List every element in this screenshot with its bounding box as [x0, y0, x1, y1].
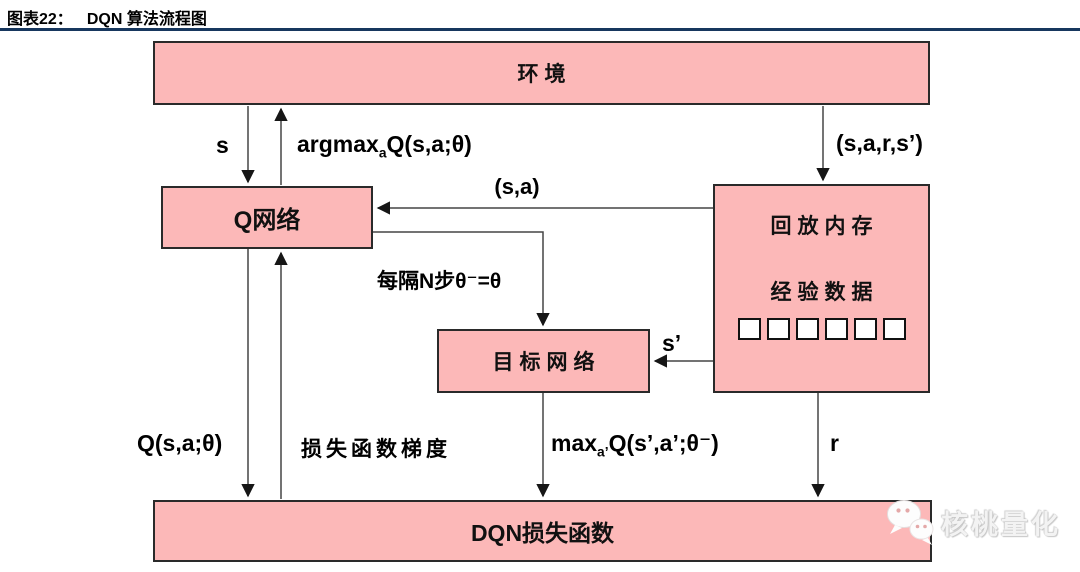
- figure-title: DQN 算法流程图: [86, 11, 207, 28]
- node-target-network: 目标网络: [437, 329, 650, 393]
- experience-slot: [766, 318, 790, 340]
- replay-slots: [737, 318, 906, 340]
- node-q-network: Q网络: [161, 186, 373, 249]
- edge-label-gradient: 损失函数梯度: [301, 438, 451, 461]
- edge-label-reward: r: [830, 430, 839, 456]
- dqn-loss-label: DQN损失函数: [470, 520, 615, 546]
- edge-label-transition: (s,a,r,s’): [836, 130, 923, 156]
- node-environment: 环境: [153, 41, 930, 105]
- replay-memory-subtitle: 经验数据: [770, 281, 879, 304]
- environment-label: 环境: [517, 63, 572, 86]
- replay-memory-title: 回放内存: [770, 215, 879, 238]
- figure-header: 图表22： DQN 算法流程图: [0, 0, 1080, 31]
- node-replay-memory: 回放内存 经验数据: [713, 184, 930, 393]
- experience-slot: [853, 318, 877, 340]
- node-dqn-loss: DQN损失函数: [153, 500, 932, 562]
- edge-label-action: argmaxaQ(s,a;θ): [297, 131, 472, 161]
- edge-label-sample-sa: (s,a): [494, 174, 540, 199]
- edge-label-sync: 每隔N步θ⁻=θ: [377, 270, 502, 293]
- watermark-text: 核桃量化: [941, 509, 1061, 540]
- edge-label-target-q: maxa’Q(s’,a’;θ⁻): [551, 430, 719, 460]
- q-network-label: Q网络: [233, 207, 301, 234]
- experience-slot: [737, 318, 761, 340]
- experience-slot: [795, 318, 819, 340]
- target-network-label: 目标网络: [492, 351, 601, 374]
- watermark: 核桃量化: [884, 497, 1061, 547]
- experience-slot: [882, 318, 906, 340]
- edge-label-q-value: Q(s,a;θ): [137, 430, 223, 456]
- edge-label-next-state: s’: [662, 330, 682, 356]
- figure-label: 图表22：: [7, 11, 73, 28]
- wechat-icon: [887, 500, 934, 545]
- experience-slot: [824, 318, 848, 340]
- edge-label-state: s: [216, 132, 229, 158]
